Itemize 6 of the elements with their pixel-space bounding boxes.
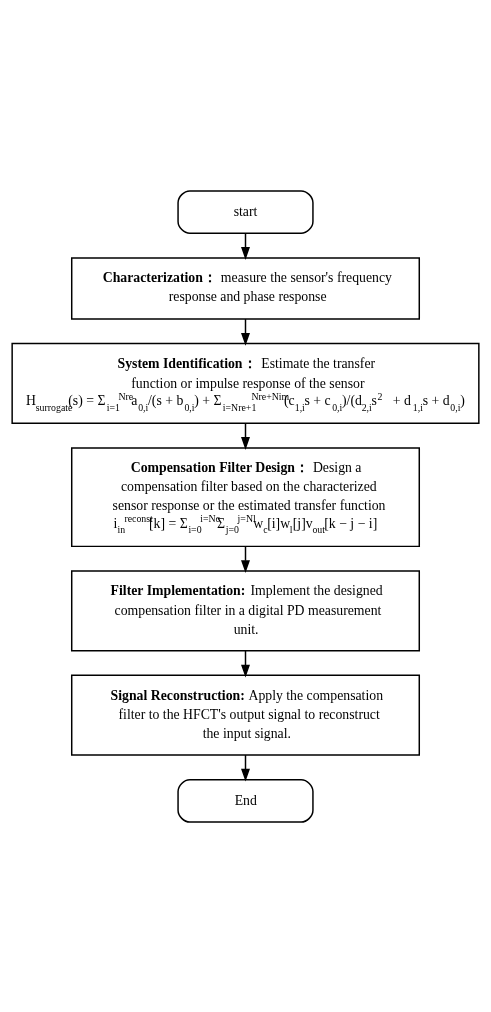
- node-box: Characterization： measure the sensor's frequency response and phase response: [71, 256, 420, 320]
- node-box: Signal Reconstruction: Apply the compensation filter to the HFCT's output signal to reconstruct the input signal.: [71, 674, 420, 756]
- node-box: Compensation Filter Design： Design a compensation filter based on the characterized sensor response or the estimated transfer function i$_{in}$$^{reconst}$[k] = Σ$_{i=0}$$^{i=Nc}$Σ$_{j=0}$$^{j=Nl}$w$_{c}$[i]w$_{l}$[j]v$_{out}$[k − j − i]: [71, 446, 420, 547]
- node-box: Filter Implementation: Implement the designed compensation filter in a digital PD measurement unit.: [71, 569, 420, 651]
- node-box: start: [177, 189, 314, 234]
- node-box: End: [177, 778, 314, 823]
